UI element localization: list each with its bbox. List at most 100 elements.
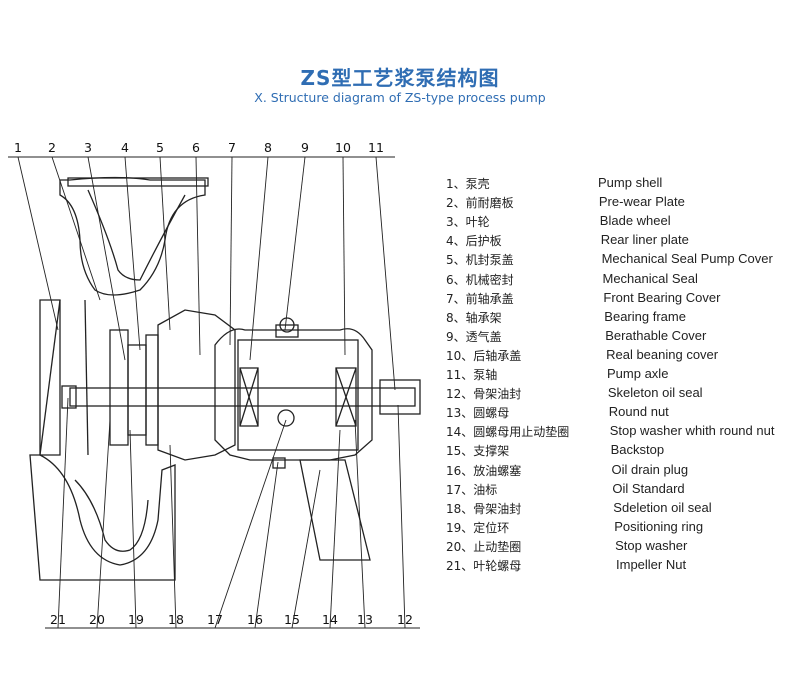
callout-number: 12 [397, 612, 413, 627]
legend-chinese-name: 11、泵轴 [446, 368, 498, 382]
legend-chinese-name: 16、放油螺塞 [446, 463, 522, 478]
legend-chinese-name: 14、圆螺母用止动垫圈 [446, 425, 570, 440]
callout-number: 19 [128, 612, 144, 627]
oil-standard [277, 409, 295, 427]
callout-number: 4 [121, 140, 129, 155]
legend-chinese-name: 19、定位环 [446, 520, 510, 535]
front-bearing [239, 367, 259, 427]
leader-line [229, 156, 233, 346]
legend-english-name: Oil drain plug [611, 461, 689, 477]
leader-line [249, 156, 269, 361]
impeller-nut [61, 385, 77, 409]
callout-number: 11 [368, 140, 384, 155]
drain-plug [272, 457, 286, 469]
leader-line [87, 156, 126, 361]
leader-line [342, 156, 346, 356]
legend-chinese-name: 7、前轴承盖 [446, 291, 514, 306]
legend-chinese-name: 21、叶轮螺母 [446, 559, 522, 573]
legend-english-name: Pump shell [598, 175, 663, 190]
legend-english-name: Blade wheel [599, 213, 671, 229]
rear-liner [145, 334, 159, 446]
leader-line [254, 461, 279, 629]
legend-chinese-name: 17、油标 [446, 482, 498, 497]
callout-number: 7 [228, 140, 236, 155]
pump-shell-outline [59, 176, 206, 296]
shaft-end [379, 379, 421, 415]
legend-english-name: Backstop [610, 442, 665, 458]
leader-line [57, 397, 69, 629]
outlet-flange [67, 177, 209, 187]
leader-line [284, 156, 306, 331]
callout-number: 20 [89, 612, 105, 627]
legend-english-name: Pump axle [607, 366, 669, 381]
leader-line [375, 156, 396, 391]
callout-number: 17 [207, 612, 223, 627]
legend-chinese-name: 18、骨架油封 [446, 501, 522, 516]
legend-english-name: Impeller Nut [616, 557, 687, 572]
callout-number: 5 [156, 140, 164, 155]
legend-english-name: Round nut [608, 404, 669, 420]
legend-chinese-name: 15、支撑架 [446, 444, 510, 459]
legend-english-name: Pre-wear Plate [598, 194, 685, 210]
legend-english-name: Mechanical Seal Pump Cover [601, 251, 773, 267]
leader-line [354, 419, 366, 629]
callout-number: 2 [48, 140, 56, 155]
legend-chinese-name: 6、机械密封 [446, 272, 514, 287]
leader-line [214, 419, 287, 629]
callout-number: 1 [14, 140, 22, 155]
leader-line [397, 404, 406, 629]
legend-chinese-name: 20、止动垫圈 [446, 539, 522, 554]
legend-chinese-name: 13、圆螺母 [446, 406, 510, 421]
backstop [299, 459, 371, 561]
leader-line [124, 156, 141, 351]
legend-chinese-name: 5、机封泵盖 [446, 253, 514, 268]
legend-chinese-name: 8、轴承架 [446, 310, 502, 325]
legend-english-name: Real beaning cover [606, 346, 719, 362]
callout-number: 6 [192, 140, 200, 155]
legend-english-name: Sdeletion oil seal [613, 499, 712, 515]
bearing-housing [237, 339, 359, 451]
callout-number: 10 [335, 140, 351, 155]
callout-number: 21 [50, 612, 66, 627]
callout-number: 9 [301, 140, 309, 155]
legend-english-name: Stop washer whith round nut [609, 423, 775, 439]
legend-english-name: Oil Standard [612, 480, 685, 496]
legend-english-name: Rear liner plate [600, 232, 689, 248]
legend-english-name: Front Bearing Cover [603, 289, 721, 305]
pump-shaft [69, 387, 416, 407]
callout-number: 8 [264, 140, 272, 155]
discharge-neck [87, 189, 186, 281]
leader-line [96, 419, 111, 629]
legend-chinese-name: 10、后轴承盖 [446, 348, 522, 363]
legend-chinese-name: 3、叶轮 [446, 215, 490, 230]
legend-english-name: Berathable Cover [605, 327, 707, 343]
seal-cover [157, 309, 236, 461]
legend-english-name: Mechanical Seal [602, 270, 698, 286]
legend-chinese-name: 2、前耐磨板 [446, 196, 514, 211]
callout-number: 3 [84, 140, 92, 155]
legend-chinese-name: 1、泵壳 [446, 177, 490, 191]
legend-english-name: Stop washer [615, 537, 688, 553]
callout-number: 14 [322, 612, 338, 627]
leader-line [129, 429, 137, 629]
diagram-title: ZS型工艺浆泵结构图 [300, 66, 500, 90]
callout-number: 13 [357, 612, 373, 627]
pump-shell-lower [29, 454, 176, 581]
impeller-body [127, 344, 147, 436]
legend-english-name: Bearing frame [604, 308, 686, 324]
legend-chinese-name: 9、透气盖 [446, 329, 502, 344]
volute-inner [74, 479, 149, 552]
leader-line [291, 469, 321, 629]
callout-number: 18 [168, 612, 184, 627]
vent-cap [275, 324, 299, 338]
leader-line [159, 156, 171, 331]
callout-number: 16 [247, 612, 263, 627]
inlet-flange [39, 299, 61, 456]
vent-cap-top [279, 317, 295, 333]
callout-number: 15 [284, 612, 300, 627]
leader-line [17, 156, 59, 331]
legend-chinese-name: 12、骨架油封 [446, 387, 522, 402]
leader-line [329, 429, 341, 629]
